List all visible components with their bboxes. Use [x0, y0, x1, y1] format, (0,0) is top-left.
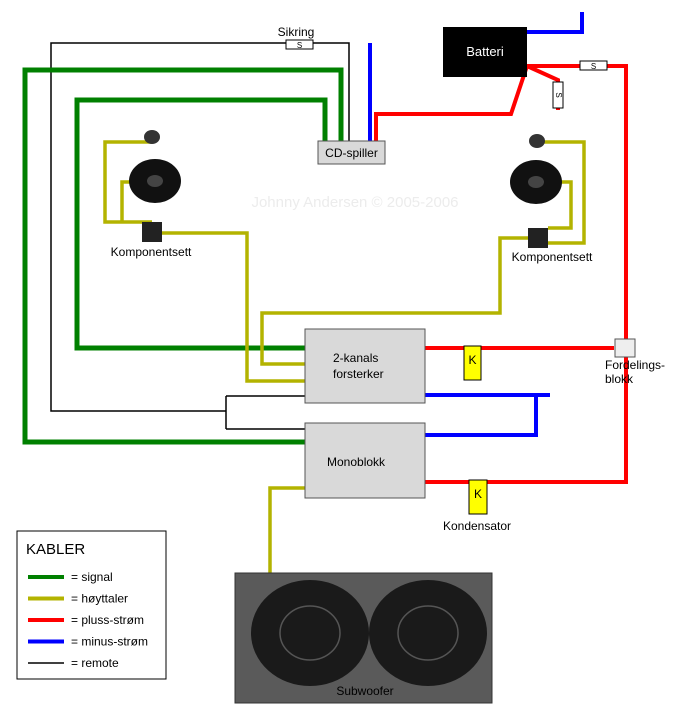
legend-label-3: = minus-strøm [71, 635, 148, 649]
legend-label-4: = remote [71, 656, 119, 670]
fuse-top-symbol: S [297, 41, 302, 50]
tweeter-right [529, 134, 545, 148]
capacitor-amp: K [463, 345, 482, 381]
subwoofer-cone-right [369, 580, 487, 686]
fuse-top: S [285, 39, 314, 50]
legend-label-2: = pluss-strøm [71, 613, 144, 627]
signal-wires [22, 67, 344, 445]
legend-items: = signal = høyttaler = pluss-strøm = minus-… [28, 570, 148, 670]
fuse-right-symbol: S [591, 62, 596, 71]
capacitor-label: Kondensator [443, 519, 511, 533]
capacitor-monoblock: K Kondensator [443, 479, 511, 533]
fuse-battery-right: S [579, 60, 608, 71]
crossover-right [528, 228, 548, 248]
crossover-left [142, 222, 162, 242]
cd-player-label: CD-spiller [325, 146, 378, 160]
monoblock-label: Monoblokk [327, 455, 386, 469]
watermark: Johnny Andersen © 2005-2006 [251, 194, 458, 211]
subwoofer-cone-left [251, 580, 369, 686]
cd-player: CD-spiller [317, 140, 386, 165]
tweeter-left [144, 130, 160, 144]
legend: KABLER = signal= høyttaler= pluss-strøm=… [16, 530, 167, 680]
distribution-block-label-1: Fordelings- [605, 358, 665, 372]
component-set-left: Komponentsett [111, 130, 192, 259]
battery: Batteri [443, 27, 527, 77]
minus-wires [368, 12, 584, 437]
component-set-right: Komponentsett [510, 134, 593, 264]
component-set-left-label: Komponentsett [111, 245, 192, 259]
legend-title: KABLER [26, 541, 85, 558]
plus-wires [374, 64, 628, 484]
component-set-right-label: Komponentsett [512, 250, 593, 264]
amplifier-2ch-label-1: 2-kanals [333, 351, 378, 365]
amplifier-2ch-label-2: forsterker [333, 367, 384, 381]
capacitor-mono-symbol: K [474, 487, 482, 501]
legend-label-1: = høyttaler [71, 592, 128, 606]
fuse-battery-vertical: S [552, 81, 564, 109]
fuse-vertical-symbol: S [554, 92, 563, 97]
subwoofer: Subwoofer [234, 572, 493, 704]
battery-label: Batteri [466, 44, 504, 59]
monoblock: Monoblokk [304, 422, 426, 499]
fuse-label: Sikring [278, 25, 315, 39]
remote-wires [50, 42, 350, 430]
distribution-block-label-2: blokk [605, 372, 634, 386]
capacitor-amp-symbol: K [468, 353, 476, 367]
legend-label-0: = signal [71, 570, 113, 584]
amplifier-2ch: 2-kanals forsterker [304, 328, 426, 404]
distribution-block: Fordelings- blokk [605, 338, 665, 386]
subwoofer-label: Subwoofer [336, 684, 393, 698]
